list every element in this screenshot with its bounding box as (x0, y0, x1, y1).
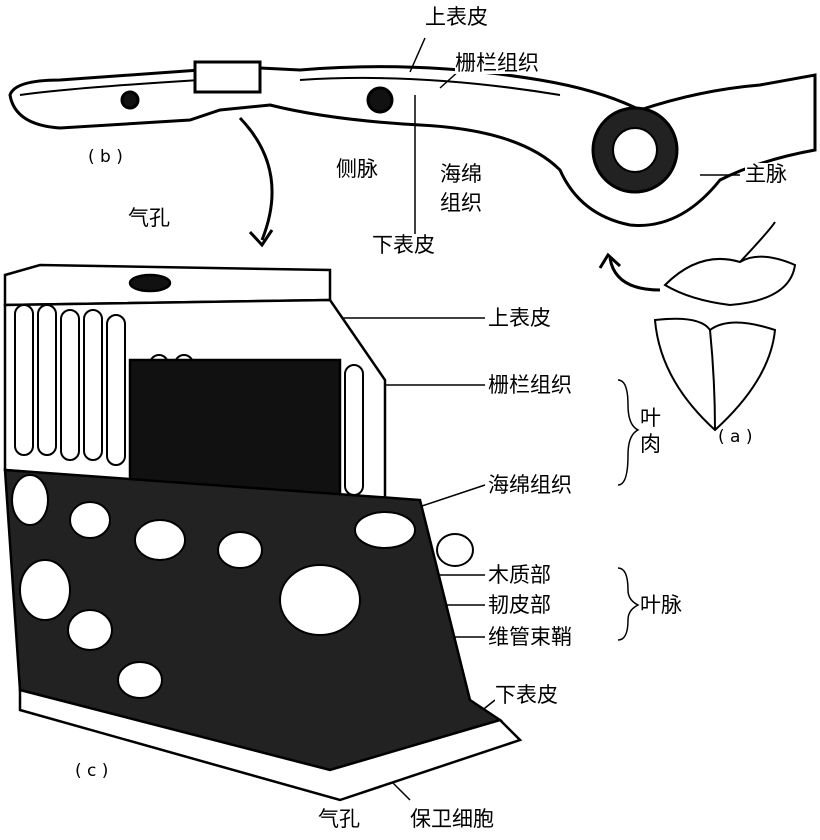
label-c-spongy: 海绵组织 (488, 473, 572, 497)
arrow-b-to-c (238, 116, 274, 241)
label-b-upper-epidermis: 上表皮 (425, 5, 488, 29)
leaf-cross-section-b (8, 60, 817, 227)
label-b-main-vein: 主脉 (745, 162, 787, 186)
label-c-stoma-bottom: 气孔 (318, 807, 360, 831)
leaf-block-c (3, 263, 523, 802)
label-c-palisade: 栅栏组织 (488, 373, 572, 397)
label-b-tag: ( b ) (88, 147, 123, 167)
label-c-phloem: 韧皮部 (488, 593, 551, 617)
label-b-palisade: 栅栏组织 (455, 51, 539, 75)
label-c-mesophyll: 叶肉 (640, 405, 662, 457)
leaf-outline-a (653, 221, 797, 432)
label-c-tag: ( c ) (75, 761, 109, 781)
label-b-lower-epidermis: 下表皮 (372, 233, 435, 257)
label-c-guard-cells: 保卫细胞 (410, 807, 494, 831)
label-b-lateral-vein: 侧脉 (336, 157, 378, 181)
label-c-bundle-sheath: 维管束鞘 (488, 625, 572, 649)
label-c-xylem: 木质部 (488, 563, 551, 587)
label-b-spongy-1: 海绵 (440, 162, 482, 186)
label-c-vein: 叶脉 (640, 593, 682, 617)
label-c-lower-epidermis: 下表皮 (495, 683, 558, 707)
arrow-a-to-b (608, 257, 661, 292)
label-c-upper-epidermis: 上表皮 (488, 306, 551, 330)
label-c-stoma-top: 气孔 (128, 206, 170, 230)
label-a-tag: ( a ) (718, 427, 753, 447)
label-b-spongy-2: 组织 (440, 191, 482, 215)
